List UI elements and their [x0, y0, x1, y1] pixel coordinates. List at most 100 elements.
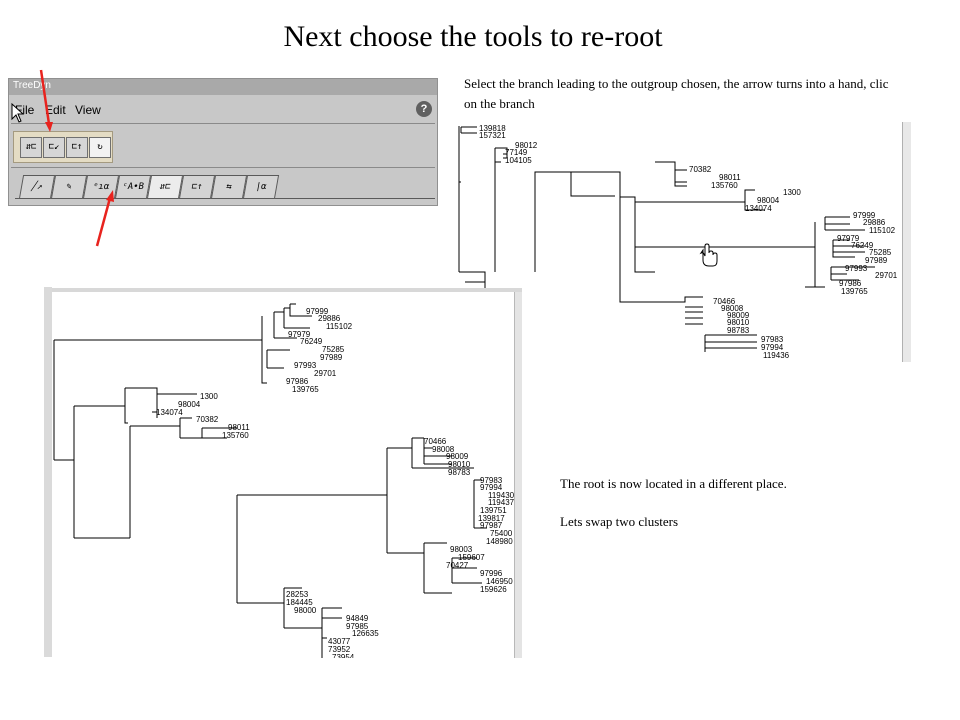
tree-before-labels: 139818 157321 98012 77149 104105 70382 9… — [479, 124, 898, 360]
leaf-label: 97979 — [288, 330, 311, 339]
reroot-branch-icon[interactable]: ⊏↙ — [43, 137, 65, 158]
leaf-label: 1300 — [783, 188, 801, 197]
leaf-label: 94849 — [346, 614, 369, 623]
leaf-label: 139765 — [292, 385, 319, 394]
leaf-label: 98004 — [757, 196, 780, 205]
leaf-label: 119430 — [488, 491, 514, 500]
leaf-label: 98004 — [178, 400, 201, 409]
instruction-text: Select the branch leading to the outgrou… — [464, 76, 889, 111]
leaf-label: 29886 — [318, 314, 341, 323]
menu-edit[interactable]: Edit — [45, 103, 66, 117]
panel-top-edge — [52, 288, 522, 292]
leaf-label: 98008 — [721, 304, 744, 313]
leaf-label: 70382 — [689, 165, 712, 174]
leaf-label: 98783 — [448, 468, 471, 477]
leaf-label: 97983 — [761, 335, 784, 344]
leaf-label: 97993 — [294, 361, 317, 370]
refresh-icon[interactable]: ↻ — [89, 137, 111, 158]
leaf-label: 98009 — [727, 311, 750, 320]
leaf-label: 97989 — [865, 256, 888, 265]
leaf-label: 98783 — [727, 326, 750, 335]
leaf-label: 97983 — [480, 476, 503, 485]
leaf-label: 75400 — [490, 529, 513, 538]
leaf-label: 97994 — [761, 343, 784, 352]
left-window-edge — [44, 287, 52, 657]
vertical-scrollbar[interactable] — [514, 292, 522, 658]
window-titlebar: TreeDyn — [9, 79, 437, 95]
divider — [11, 123, 435, 124]
leaf-label: 97994 — [480, 483, 503, 492]
leaf-label: 97989 — [320, 353, 343, 362]
leaf-label: 115102 — [326, 322, 353, 331]
leaf-label: 43077 — [328, 637, 351, 646]
leaf-label: 98010 — [727, 318, 750, 327]
leaf-label: 146950 — [486, 577, 513, 586]
root-moved-text: The root is now located in a different p… — [560, 476, 787, 491]
reroot-icon[interactable]: ⇵⊏ — [20, 137, 42, 158]
leaf-label: 29701 — [875, 271, 898, 280]
leaf-label: 119436 — [763, 351, 790, 360]
tool-tab-bar: ╱↗ ✎ ᵉıα ᶜA•B ⇵⊏ ⊏↑ ⇆ |α — [15, 172, 435, 200]
leaf-label: 29886 — [863, 218, 886, 227]
arrow-to-tab — [95, 190, 114, 247]
leaf-label: 29701 — [314, 369, 337, 378]
leaf-label: 97996 — [480, 569, 503, 578]
window-title: TreeDyn — [13, 80, 51, 91]
swap-clusters-text: Lets swap two clusters — [560, 514, 679, 529]
leaf-label: 70427 — [446, 561, 469, 570]
leaf-label: 98003 — [450, 545, 473, 554]
leaf-label: 159607 — [458, 553, 485, 562]
leaf-label: 28253 — [286, 590, 309, 599]
leaf-label: 70382 — [196, 415, 219, 424]
tree-before-panel: 139818 157321 98012 77149 104105 70382 9… — [455, 122, 911, 362]
leaf-label: 97979 — [837, 234, 860, 243]
leaf-label: 97986 — [839, 279, 862, 288]
leaf-label: 97985 — [346, 622, 369, 631]
leaf-label: 139765 — [841, 287, 868, 296]
leaf-label: 97999 — [853, 211, 876, 220]
leaf-label: 97999 — [306, 307, 329, 316]
tree-before-svg[interactable]: 139818 157321 98012 77149 104105 70382 9… — [455, 122, 911, 362]
leaf-label: 98012 — [515, 141, 538, 150]
leaf-label: 77149 — [505, 148, 528, 157]
leaf-label: 70466 — [713, 297, 736, 306]
leaf-label: 97993 — [845, 264, 868, 273]
menu-view[interactable]: View — [75, 103, 101, 117]
leaf-label: 139817 — [478, 514, 505, 523]
leaf-label: 98011 — [719, 173, 741, 182]
leaf-label: 75285 — [869, 248, 892, 257]
leaf-label: 70466 — [424, 437, 447, 446]
leaf-label: 119437 — [488, 498, 514, 507]
tree-after-svg[interactable]: 97999 29886 115102 97979 76249 75285 979… — [52, 288, 515, 658]
reroot-tool-group: ⇵⊏ ⊏↙ ⊏↑ ↻ — [13, 131, 113, 163]
leaf-label: 135760 — [222, 431, 249, 440]
menu-bar: File Edit View — [9, 99, 437, 121]
leaf-label: 104105 — [505, 156, 532, 165]
leaf-label: 73954 — [332, 653, 355, 658]
leaf-label: 139751 — [480, 506, 507, 515]
leaf-label: 98008 — [432, 445, 455, 454]
leaf-label: 184445 — [286, 598, 313, 607]
leaf-label: 73952 — [328, 645, 351, 654]
leaf-label: 126635 — [352, 629, 379, 638]
leaf-label: 76249 — [851, 241, 874, 250]
tree-before-branches — [458, 126, 875, 352]
tree-after-labels: 97999 29886 115102 97979 76249 75285 979… — [156, 307, 515, 658]
leaf-label: 1300 — [200, 392, 218, 401]
treedyn-window: TreeDyn File Edit View ? ⇵⊏ ⊏↙ ⊏↑ ↻ ╱↗ ✎… — [8, 78, 438, 206]
leaf-label: 148980 — [486, 537, 513, 546]
reroot-outgroup-icon[interactable]: ⊏↑ — [66, 137, 88, 158]
vertical-scrollbar[interactable] — [902, 122, 911, 362]
leaf-label: 115102 — [869, 226, 896, 235]
leaf-label: 98000 — [294, 606, 317, 615]
help-icon[interactable]: ? — [416, 101, 432, 117]
leaf-label: 98009 — [446, 452, 469, 461]
slide-title: Next choose the tools to re-root — [283, 20, 663, 53]
tree-after-panel: 97999 29886 115102 97979 76249 75285 979… — [52, 288, 522, 658]
leaf-label: 97986 — [286, 377, 309, 386]
leaf-label: 76249 — [300, 337, 323, 346]
leaf-label: 97987 — [480, 521, 503, 530]
hand-cursor-icon — [699, 243, 718, 267]
divider — [11, 167, 435, 168]
